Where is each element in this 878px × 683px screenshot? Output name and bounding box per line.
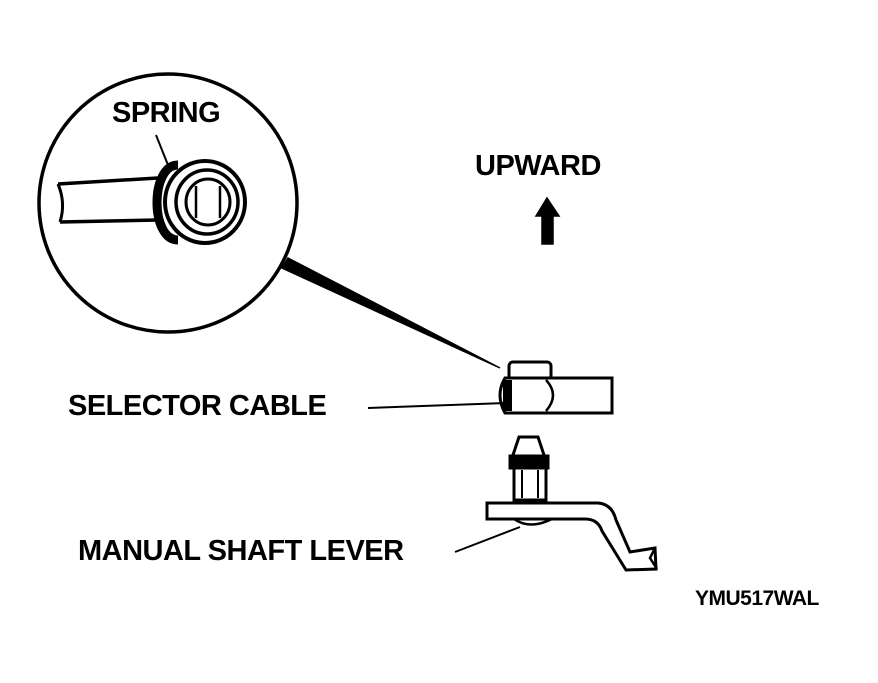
- manual-shaft-lever-label: MANUAL SHAFT LEVER: [78, 535, 404, 567]
- lever-underside: [513, 517, 553, 526]
- cable-end-body: [498, 376, 614, 415]
- selector-cable-leader-line: [367, 402, 507, 409]
- spring-label: SPRING: [112, 97, 221, 129]
- manual-shaft-leader-line: [454, 526, 521, 553]
- selector-cable-end: [498, 360, 614, 415]
- cable-end-shade: [503, 380, 512, 411]
- manual-shaft-lever: [485, 435, 659, 572]
- detail-bushing-inner: [184, 177, 232, 227]
- detail-callout: [37, 72, 299, 334]
- lever-plate: [485, 501, 658, 572]
- lever-break-edge: [648, 547, 659, 570]
- lever-pin-shaft: [512, 466, 548, 502]
- figure-code-label: YMU517WAL: [695, 587, 819, 610]
- detail-circle: [37, 72, 299, 334]
- up-arrow-icon: [534, 196, 561, 245]
- lever-pin-lines: [521, 470, 539, 498]
- lever-pin-shade: [508, 454, 550, 470]
- detail-bushing-flat: [194, 186, 222, 218]
- cable-end-bushing: [545, 379, 555, 412]
- upward-label: UPWARD: [475, 150, 601, 182]
- selector-cable-label: SELECTOR CABLE: [68, 390, 327, 422]
- detail-connector-line: [280, 257, 501, 369]
- detail-cable-rod: [56, 176, 159, 224]
- detail-bushing-outer: [163, 159, 247, 245]
- detail-bushing-middle: [174, 168, 240, 236]
- spring-leader-line: [155, 134, 171, 171]
